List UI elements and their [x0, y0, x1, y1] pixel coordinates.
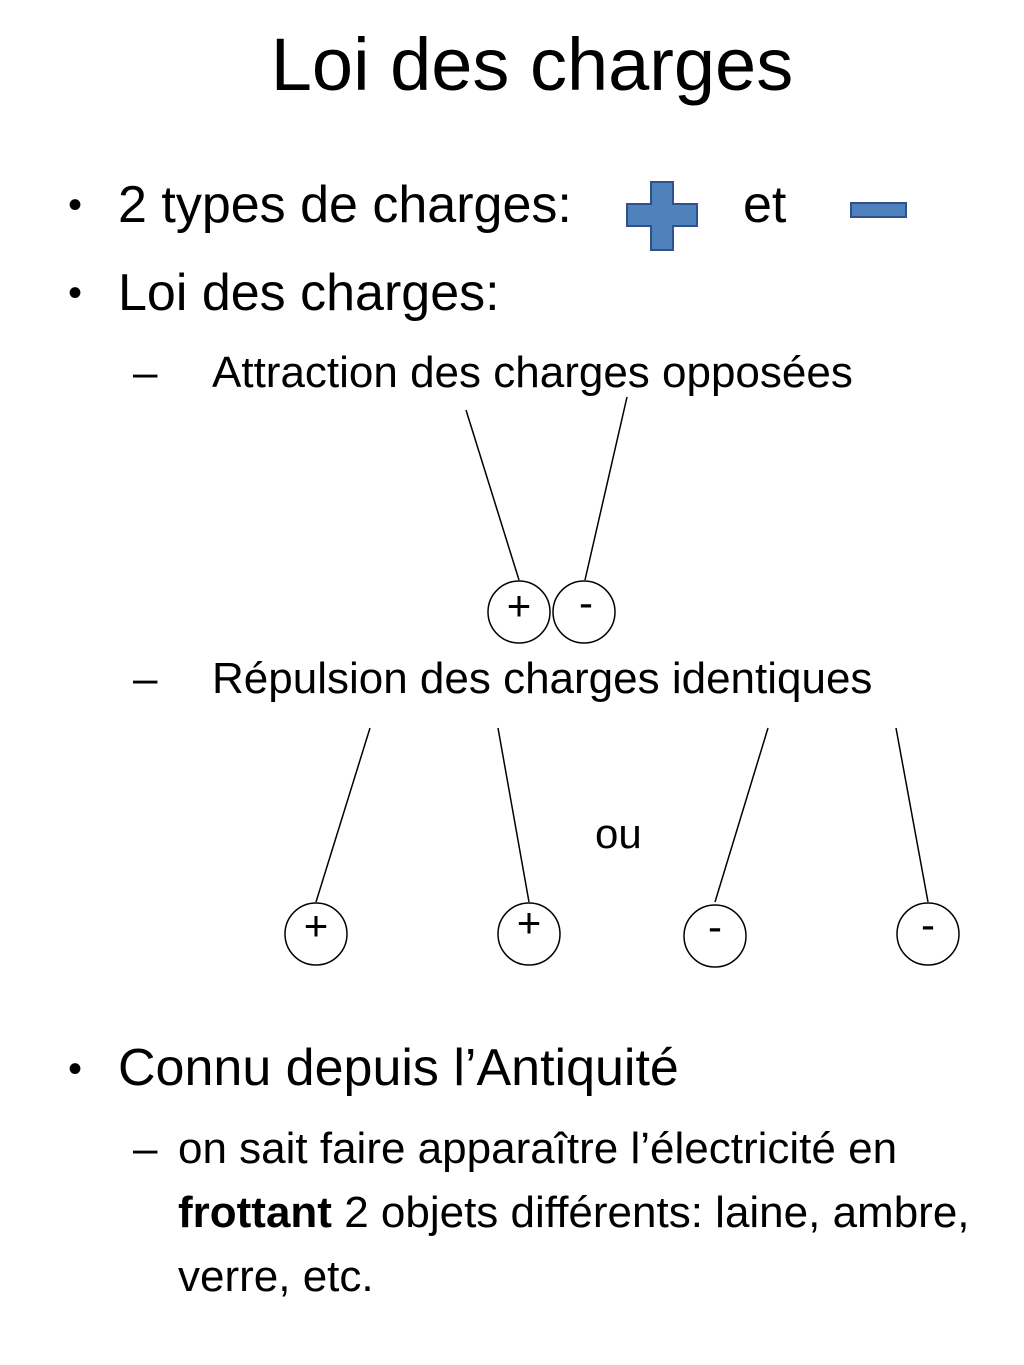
thread [584, 396, 628, 581]
positive-charge-sign: + [506, 582, 532, 629]
sub-dash: – [133, 654, 158, 703]
negative-charge-sign: - [579, 579, 593, 626]
slide-title: Loi des charges [270, 23, 794, 106]
thread [714, 727, 769, 903]
negative-charge-sign: - [921, 901, 935, 948]
thread [497, 727, 530, 903]
sub-dash: – [133, 348, 158, 397]
antiquite-label: Connu depuis l’Antiquité [118, 1039, 679, 1097]
charge-sphere [896, 902, 960, 966]
charge-sphere [683, 904, 747, 968]
sub-dash: – [133, 1124, 158, 1173]
types-conjunction: et [743, 176, 787, 234]
thread [315, 727, 371, 903]
bullet-dot: • [68, 183, 83, 227]
negative-charge-sign: - [708, 903, 722, 950]
attraction-label: Attraction des charges opposées [212, 348, 853, 397]
description-emphasis: frottant [178, 1188, 332, 1237]
plus-icon [626, 181, 698, 251]
or-separator: ou [595, 810, 642, 857]
charge-sphere [284, 902, 348, 966]
positive-charge-sign: + [516, 899, 542, 946]
charge-sphere [497, 902, 561, 966]
minus-icon [850, 202, 907, 218]
bullet-dot: • [68, 271, 83, 315]
antiquite-description: on sait faire apparaître l’électricité e… [178, 1117, 998, 1309]
description-rest: 2 objets différents: laine, ambre, verre… [178, 1188, 970, 1301]
types-label: 2 types de charges: [118, 176, 572, 234]
description-line1: on sait faire apparaître l’électricité e… [178, 1124, 898, 1173]
charge-sphere [552, 580, 616, 644]
repulsion-label: Répulsion des charges identiques [212, 654, 873, 703]
bullet-dot: • [68, 1047, 83, 1091]
positive-charge-sign: + [303, 902, 329, 949]
thread [895, 727, 929, 903]
loi-label: Loi des charges: [118, 264, 500, 322]
thread [465, 409, 520, 581]
charge-sphere [487, 580, 551, 644]
